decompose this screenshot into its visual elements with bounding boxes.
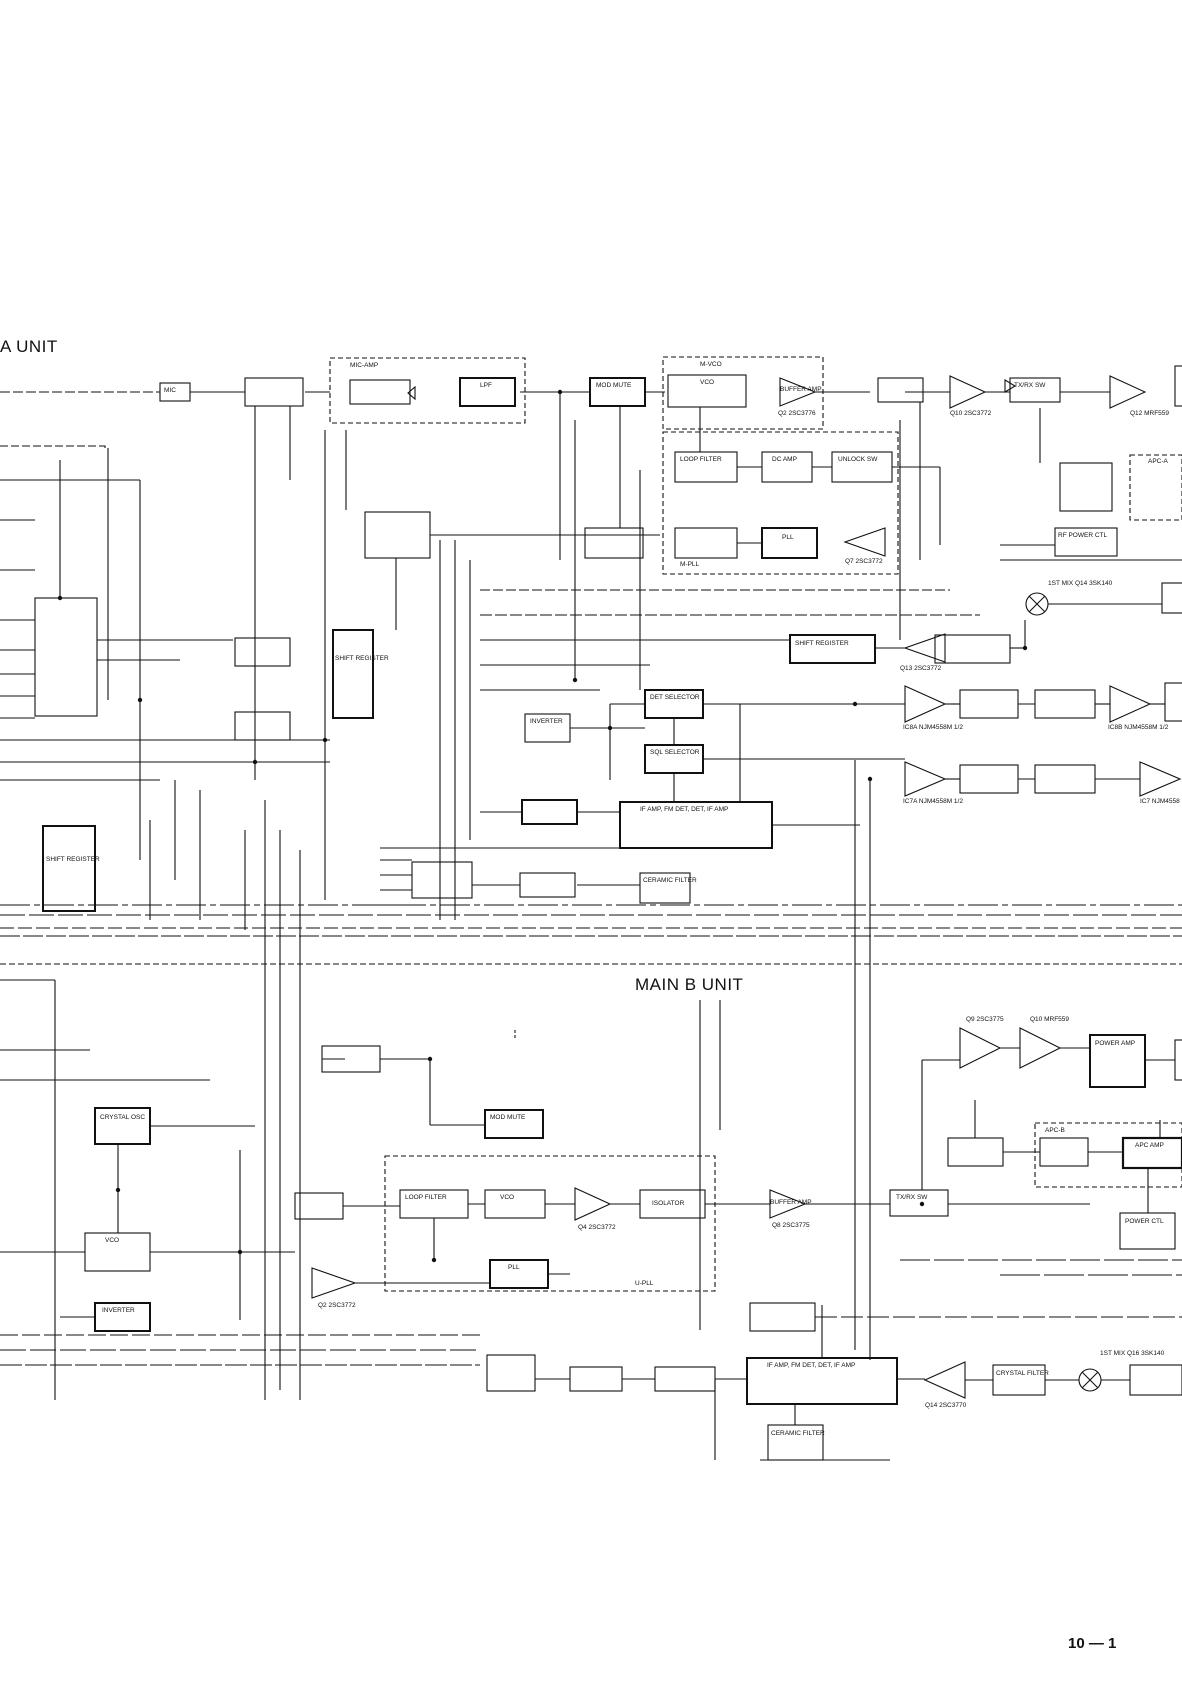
inverter-a-block: INVERTER bbox=[530, 718, 563, 725]
det-selector-b-block: SQL SELECTOR bbox=[650, 749, 700, 756]
mod-mute-b-block: MOD MUTE bbox=[490, 1114, 526, 1121]
page-number: 10 — 1 bbox=[1068, 1635, 1117, 1652]
ic7-a-label: IC7 NJM4558 bbox=[1140, 798, 1180, 805]
if-amp-a-block: IF AMP, FM DET, DET, IF AMP bbox=[640, 806, 729, 813]
mod-mute-a-block: MOD MUTE bbox=[596, 382, 632, 389]
q14-b-label: Q14 2SC3770 bbox=[925, 1402, 967, 1409]
mix1-b-label: 1ST MIX Q16 3SK140 bbox=[1100, 1350, 1165, 1357]
m-vco-label: M-VCO bbox=[700, 361, 722, 368]
mic-amp-group bbox=[329, 357, 526, 424]
apc-a-group bbox=[1129, 454, 1182, 521]
q9-b-label: Q9 2SC3775 bbox=[966, 1016, 1004, 1023]
buffer-amp-a-block: BUFFER AMP bbox=[780, 386, 822, 393]
unit-title-b: MAIN B UNIT bbox=[635, 975, 744, 994]
shift-register-c-block: SHIFT REGISTER bbox=[795, 640, 849, 647]
power-amp-b-block: POWER AMP bbox=[1095, 1040, 1136, 1047]
q7-a-label: Q7 2SC3772 bbox=[845, 558, 883, 565]
ic8a-label: IC8A NJM4558M 1/2 bbox=[903, 724, 963, 731]
q13-a-label: Q13 2SC3772 bbox=[900, 665, 942, 672]
ic7a-label: IC7A NJM4558M 1/2 bbox=[903, 798, 963, 805]
m-vco-group bbox=[662, 356, 824, 430]
mix1-a-label: 1ST MIX Q14 3SK140 bbox=[1048, 580, 1113, 587]
rf-power-ctl-block: RF POWER CTL bbox=[1058, 532, 1108, 539]
ceramic-filter-a-block: CERAMIC FILTER bbox=[643, 877, 697, 884]
q10-b-label: Q10 MRF559 bbox=[1030, 1016, 1070, 1023]
if-amp-b-block: IF AMP, FM DET, DET, IF AMP bbox=[767, 1362, 856, 1369]
loop-filter-b-block: LOOP FILTER bbox=[405, 1194, 447, 1201]
unlock-sw-a-block: UNLOCK SW bbox=[838, 456, 878, 463]
apc-amp-block: APC AMP bbox=[1135, 1142, 1164, 1149]
dc-amp-a-block: DC AMP bbox=[772, 456, 797, 463]
loop-filter-a-block: LOOP FILTER bbox=[680, 456, 722, 463]
power-ctl-b-block: POWER CTL bbox=[1125, 1218, 1164, 1225]
buffer-amp-b-block: BUFFER AMP bbox=[770, 1199, 812, 1206]
pll-a-block: PLL bbox=[782, 534, 794, 541]
vco-a-block: VCO bbox=[700, 379, 715, 386]
crystal-osc-block: CRYSTAL OSC bbox=[100, 1114, 146, 1121]
apc-b-label: APC-B bbox=[1045, 1127, 1065, 1134]
u-pll-group bbox=[384, 1155, 716, 1292]
apc-b-group bbox=[1034, 1122, 1182, 1188]
shift-register-b-block: SHIFT REGISTER bbox=[46, 856, 100, 863]
isolator-b-block: ISOLATOR bbox=[652, 1200, 685, 1207]
q10-a-label: Q10 2SC3772 bbox=[950, 410, 992, 417]
crystal-filter-b-block: CRYSTAL FILTER bbox=[996, 1370, 1049, 1377]
vco-b2-block: VCO bbox=[500, 1194, 515, 1201]
m-pll-group bbox=[662, 431, 899, 575]
tx-rx-sw-b-block: TX/RX SW bbox=[896, 1194, 928, 1201]
lpf-block: LPF bbox=[480, 382, 492, 389]
shift-register-a-block: SHIFT REGISTER bbox=[335, 655, 389, 662]
ic8b-label: IC8B NJM4558M 1/2 bbox=[1108, 724, 1169, 731]
q12-a-label: Q12 MRF559 bbox=[1130, 410, 1170, 417]
q4-b-label: Q4 2SC3772 bbox=[578, 1224, 616, 1231]
apc-a-label: APC-A bbox=[1148, 458, 1168, 465]
inverter-b-block: INVERTER bbox=[102, 1307, 135, 1314]
u-pll-label: U-PLL bbox=[635, 1280, 654, 1287]
q8-b-label: Q8 2SC3775 bbox=[772, 1222, 810, 1229]
mic-amp-label: MIC-AMP bbox=[350, 362, 379, 369]
det-selector-a-block: DET SELECTOR bbox=[650, 694, 700, 701]
tx-rx-sw-a-block: TX/RX SW bbox=[1014, 382, 1046, 389]
m-pll-label: M-PLL bbox=[680, 561, 700, 568]
pll-b-block: PLL bbox=[508, 1264, 520, 1271]
ceramic-filter-b-block: CERAMIC FILTER bbox=[771, 1430, 825, 1437]
q2-b-label: Q2 2SC3772 bbox=[318, 1302, 356, 1309]
vco-b-block: VCO bbox=[105, 1237, 120, 1244]
mic-block: MIC bbox=[164, 387, 176, 394]
unit-title-a: A UNIT bbox=[0, 337, 58, 356]
q2-a-label: Q2 2SC3776 bbox=[778, 410, 816, 417]
